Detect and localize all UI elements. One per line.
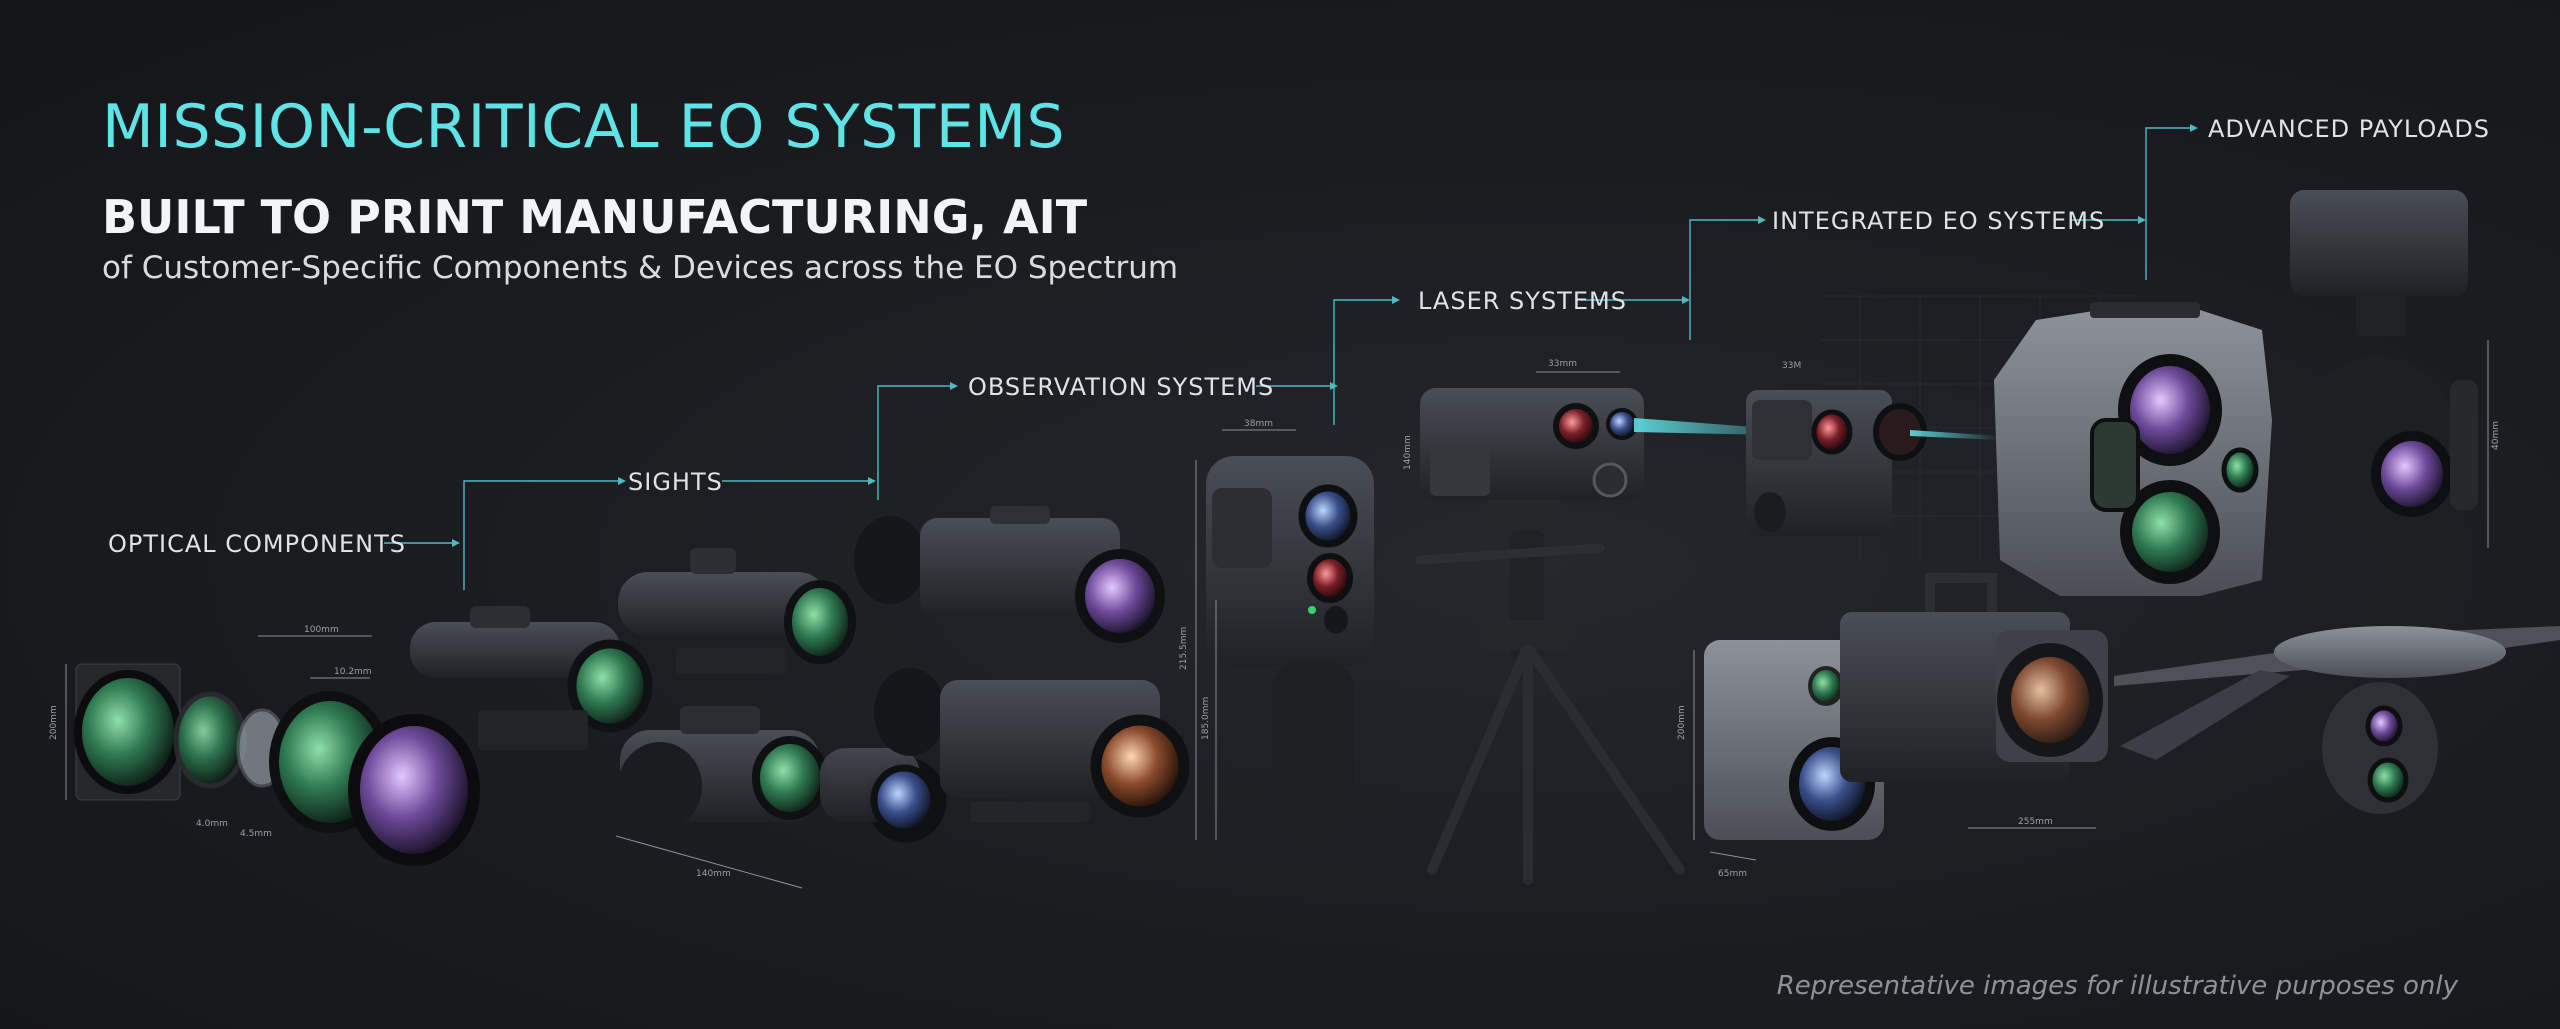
category-sights: SIGHTS	[628, 468, 723, 496]
optical-lens-set: 200mm 100mm 10.2mm 4.0mm 4.5mm	[49, 625, 480, 866]
dim-thermal-height: 200mm	[1677, 705, 1687, 740]
dim-integrated-top: 33M	[1782, 361, 1801, 371]
dim-gimbal-height: 40mm	[2491, 421, 2501, 450]
page-tagline: of Customer-Specific Components & Device…	[102, 250, 1179, 286]
dim-box-width: 255mm	[2018, 817, 2053, 827]
sight-red-dot	[618, 548, 856, 674]
dim-lens-height: 200mm	[49, 705, 59, 740]
payload-gimbal-camera: 40mm	[2290, 190, 2501, 548]
sight-riflescope	[410, 606, 653, 750]
footer-disclaimer: Representative images for illustrative p…	[1776, 971, 2458, 1001]
dim-lens-gap-b: 4.5mm	[240, 829, 272, 839]
category-integrated-eo-systems: INTEGRATED EO SYSTEMS	[1772, 207, 2106, 235]
dim-lens-width: 100mm	[304, 625, 339, 635]
dim-lens-gap-a: 4.0mm	[196, 819, 228, 829]
observation-handheld-rangefinder: 38mm 215.5mm 185.0mm	[1179, 419, 1374, 840]
dim-handheld-height: 215.5mm	[1179, 627, 1189, 670]
observation-thermal-imager-bottom	[874, 668, 1190, 822]
category-advanced-payloads: ADVANCED PAYLOADS	[2208, 115, 2491, 143]
category-observation-systems: OBSERVATION SYSTEMS	[968, 373, 1275, 401]
dim-laser-top: 33mm	[1548, 359, 1577, 369]
dim-laser-side: 140mm	[1403, 435, 1413, 470]
category-laser-systems: LASER SYSTEMS	[1418, 287, 1627, 315]
dim-thermal-width: 65mm	[1718, 869, 1747, 879]
dim-goggle-width: 140mm	[696, 869, 731, 879]
payload-uav-drone	[2114, 626, 2560, 814]
category-optical-components: OPTICAL COMPONENTS	[108, 530, 406, 558]
integrated-multisensor-pod	[1994, 302, 2272, 596]
dim-lens-inner: 10.2mm	[334, 667, 372, 677]
sight-night-goggles: 140mm	[615, 706, 947, 889]
observation-thermal-imager-top	[854, 506, 1165, 643]
laser-rangefinder-tripod: 33mm 140mm	[1403, 359, 1820, 885]
integrated-laser-designator: 33M	[1746, 361, 2000, 536]
dim-handheld-grip: 185.0mm	[1201, 697, 1211, 740]
integrated-zoom-camera-box: 255mm	[1840, 573, 2108, 829]
page-title: MISSION-CRITICAL EO SYSTEMS	[102, 92, 1066, 162]
dim-handheld-top: 38mm	[1244, 419, 1273, 429]
page-subtitle: BUILT TO PRINT MANUFACTURING, AIT	[102, 190, 1088, 244]
